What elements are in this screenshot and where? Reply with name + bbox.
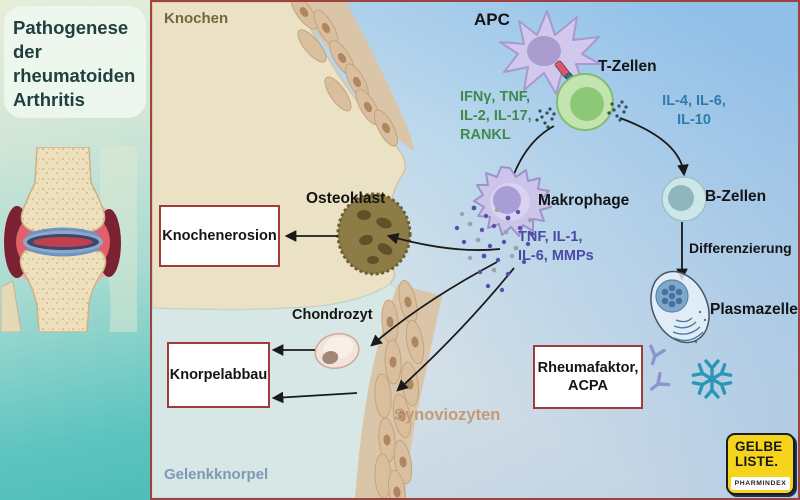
- chondrocyte-cell: [314, 333, 360, 369]
- chondrocyte-label: Chondrozyt: [292, 307, 373, 323]
- bone-erosion-box: Knochenerosion: [159, 205, 280, 267]
- logo-line2: LISTE.: [735, 453, 779, 469]
- differentiation-label: Differenzierung: [689, 240, 792, 256]
- cartilage-region-label: Gelenkknorpel: [164, 466, 269, 483]
- t-to-b-cytokines-label: IL-4, IL-6, IL-10: [662, 93, 726, 129]
- cytokine-specks: [535, 100, 628, 129]
- b-cells-label: B-Zellen: [705, 188, 767, 205]
- knee-joint-illustration: [1, 147, 137, 332]
- cytokine-cloud: [454, 205, 535, 293]
- synoviocyte-band-upper: [290, 2, 414, 152]
- autoantibodies-box: Rheumafaktor, ACPA: [533, 345, 643, 409]
- b-cell: [661, 176, 707, 222]
- logo-subtitle: PHARMINDEX: [731, 477, 790, 490]
- osteoclast-label: Osteoklast: [306, 190, 386, 207]
- t-cell-cytokines-label: IFNγ, TNF, IL-2, IL-17, RANKL: [460, 89, 532, 144]
- apc-label: APC: [474, 10, 510, 29]
- antibody-icons: [649, 344, 733, 399]
- cartilage-degradation-box: Knorpelabbau: [167, 342, 270, 408]
- gelbe-liste-logo: GELBE LISTE. PHARMINDEX: [726, 433, 795, 495]
- logo-line1: GELBE: [735, 439, 783, 454]
- diagram-panel: Knochen Gelenkknorpel Synoviozyten APC T…: [150, 0, 800, 500]
- bone-region-label: Knochen: [164, 10, 229, 27]
- plasma-cell: [650, 270, 710, 344]
- page-title: Pathogenese der rheumatoiden Arthritis: [4, 6, 146, 118]
- sidebar: Pathogenese der rheumatoiden Arthritis: [0, 0, 150, 500]
- synoviocytes-label: Synoviozyten: [394, 406, 501, 424]
- t-cells-label: T-Zellen: [598, 58, 657, 75]
- macrophage-cytokines-label: TNF, IL-1, IL-6, MMPs: [518, 229, 594, 265]
- macrophage-label: Makrophage: [538, 192, 630, 209]
- osteoclast-cell: [336, 192, 412, 276]
- arrows: [271, 117, 689, 404]
- t-cell: [556, 73, 614, 131]
- apc-cell: [499, 10, 601, 95]
- plasma-cell-label: Plasmazelle: [710, 301, 798, 318]
